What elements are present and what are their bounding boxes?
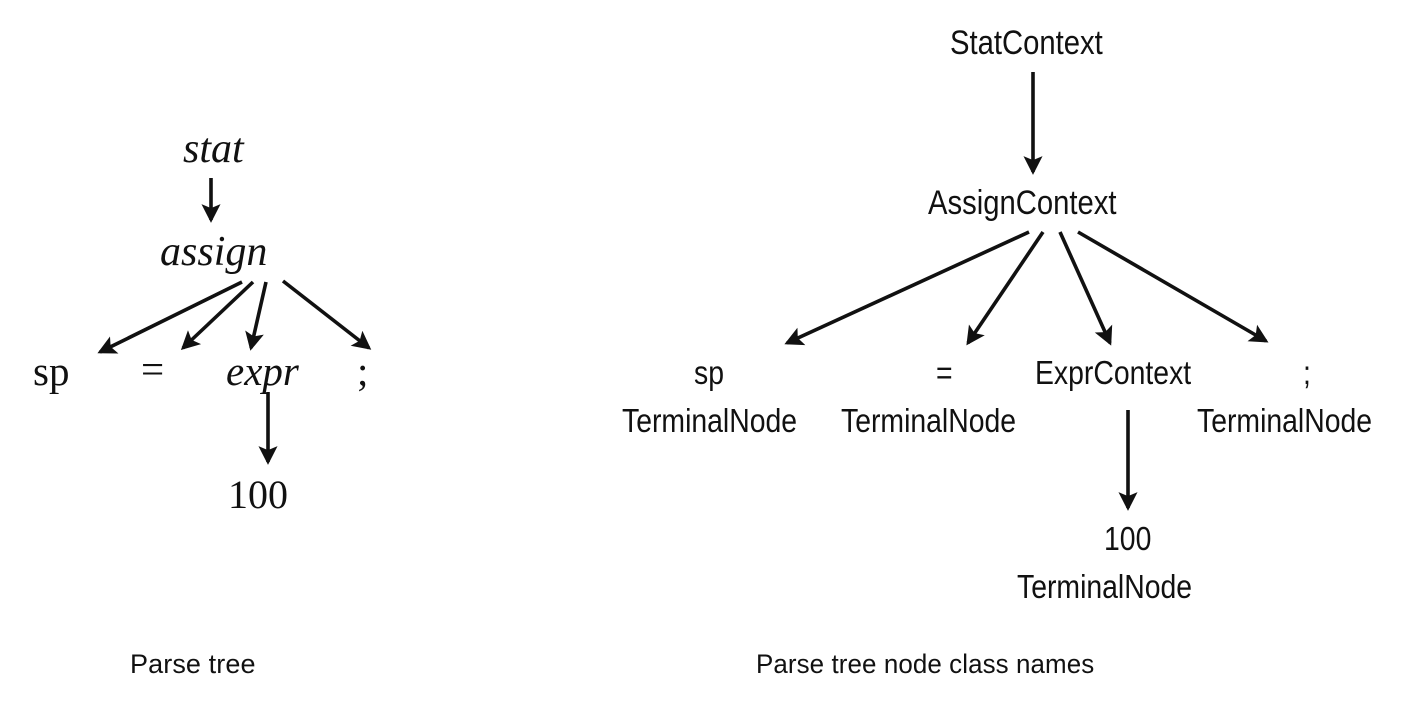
node-semicolon: ; [357, 348, 369, 394]
edge-assign-to-semi [281, 279, 372, 350]
node-sp-class-name: TerminalNode [622, 402, 798, 439]
edge-assign-to-expr [245, 281, 268, 351]
edge-assigncontext-to-exprcontext [1058, 231, 1113, 346]
caption-parse-tree: Parse tree [130, 649, 256, 679]
node-exprcontext: ExprContext [1035, 354, 1192, 391]
node-100: 100 [228, 472, 288, 517]
node-equals: = [141, 346, 165, 392]
node-semicolon: ; [1303, 354, 1311, 391]
node-equals: = [936, 354, 953, 391]
node-stat: stat [183, 126, 244, 172]
node-sp: sp [694, 354, 724, 391]
caption-parse-tree-node-class-names: Parse tree node class names [756, 649, 1095, 679]
node-sp: sp [33, 348, 70, 394]
node-expr: expr [226, 348, 299, 394]
node-100: 100 [1104, 520, 1152, 557]
node-100-class-name: TerminalNode [1017, 568, 1193, 605]
edge-assigncontext-to-sp [784, 230, 1030, 346]
parse-tree-edges [97, 178, 372, 465]
node-assign: assign [160, 229, 268, 275]
node-equals-class-name: TerminalNode [841, 402, 1017, 439]
class-name-tree-edges [784, 72, 1269, 511]
node-assigncontext: AssignContext [928, 184, 1117, 222]
edge-assign-to-sp [97, 280, 243, 354]
edge-assign-to-eq [180, 280, 255, 350]
edge-assigncontext-to-eq [966, 230, 1045, 346]
edge-assigncontext-to-semi [1077, 230, 1269, 343]
node-semicolon-class-name: TerminalNode [1197, 402, 1373, 439]
node-statcontext: StatContext [950, 24, 1103, 62]
